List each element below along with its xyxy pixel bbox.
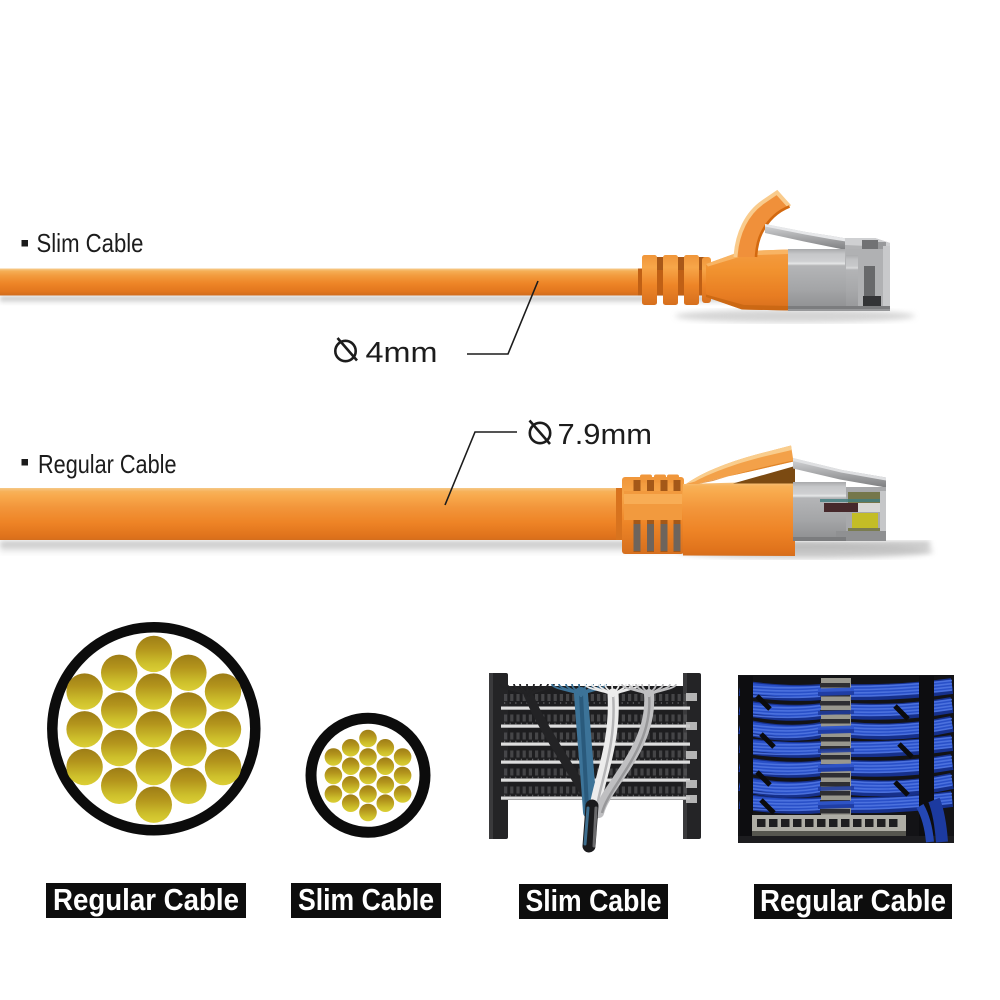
svg-text:Slim Cable: Slim Cable bbox=[526, 883, 662, 918]
svg-text:Slim Cable: Slim Cable bbox=[298, 882, 434, 917]
svg-text:Slim Cable: Slim Cable bbox=[37, 228, 144, 258]
svg-text:4mm: 4mm bbox=[366, 337, 438, 369]
svg-text:7.9mm: 7.9mm bbox=[558, 419, 653, 451]
svg-text:Regular Cable: Regular Cable bbox=[760, 883, 946, 918]
svg-text:Regular Cable: Regular Cable bbox=[38, 449, 177, 479]
svg-text:Regular Cable: Regular Cable bbox=[53, 882, 239, 917]
